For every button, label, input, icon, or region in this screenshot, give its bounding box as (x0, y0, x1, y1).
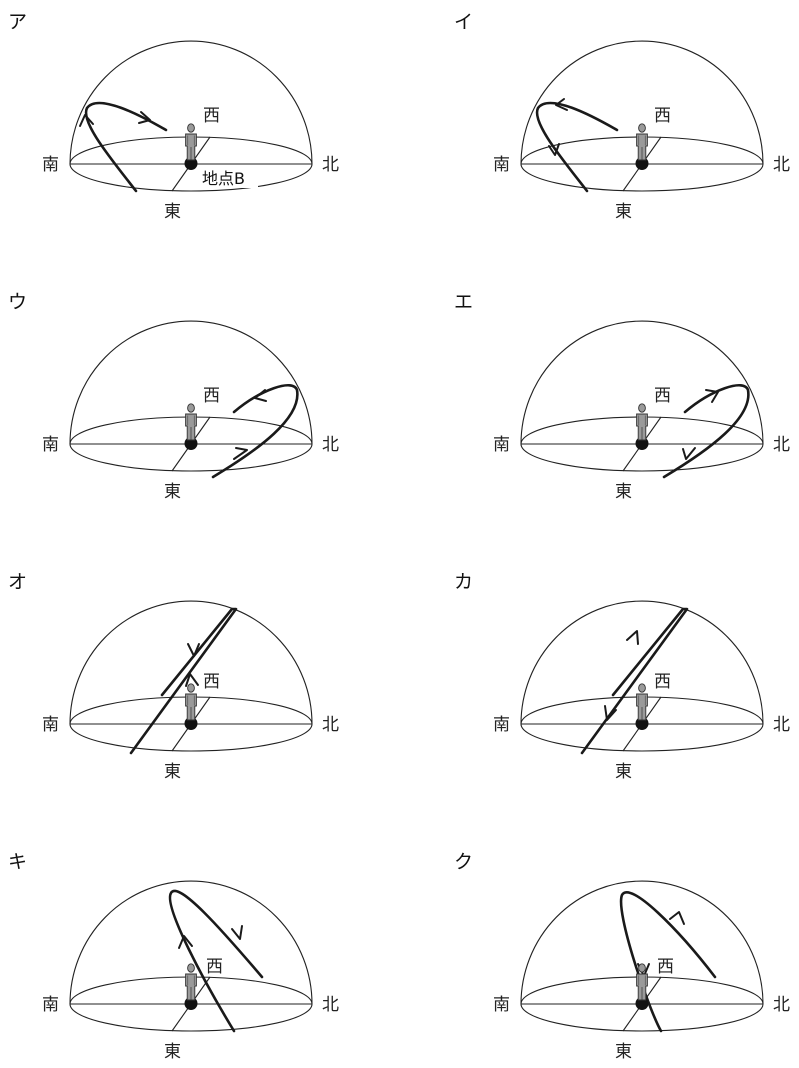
path-arrow (254, 389, 267, 402)
path-arrow (626, 630, 639, 645)
path-arrow (233, 447, 248, 460)
panel-i: イ 西 南 北 東 (454, 11, 790, 222)
sun-path (580, 607, 689, 755)
path-arrow (604, 705, 617, 721)
path-arrow (555, 98, 568, 111)
path-arrow (669, 911, 685, 925)
panel-label: エ (454, 291, 473, 313)
label-east: 東 (615, 1042, 632, 1062)
sun-path (129, 607, 238, 755)
sun-path (535, 101, 619, 193)
label-south: 南 (42, 435, 59, 455)
panel-ka: カ 西 南 北 東 (454, 571, 790, 782)
observer-label: 地点B (202, 169, 245, 188)
label-west: 西 (654, 672, 671, 692)
path-arrow (79, 114, 94, 127)
label-south: 南 (493, 155, 510, 175)
label-west: 西 (657, 957, 674, 977)
label-west: 西 (203, 672, 220, 692)
panel-ku: ク 西 南 北 東 (454, 851, 790, 1062)
label-east: 東 (164, 482, 181, 502)
label-south: 南 (42, 715, 59, 735)
label-north: 北 (773, 155, 790, 175)
label-north: 北 (773, 995, 790, 1015)
path-arrow (138, 111, 151, 124)
label-west: 西 (654, 106, 671, 126)
path-arrow (705, 389, 719, 403)
label-east: 東 (164, 1042, 181, 1062)
observer-figure (635, 403, 649, 451)
label-north: 北 (322, 715, 339, 735)
observer-figure (184, 963, 198, 1011)
path-arrow (231, 925, 243, 940)
path-arrow (178, 935, 193, 949)
label-north: 北 (773, 435, 790, 455)
label-east: 東 (615, 202, 632, 222)
panel-label: ウ (8, 291, 27, 313)
label-south: 南 (493, 435, 510, 455)
panel-label: ク (454, 851, 473, 873)
panel-label: オ (8, 571, 27, 593)
label-west: 西 (203, 106, 220, 126)
label-east: 東 (164, 202, 181, 222)
path-arrow (185, 673, 199, 687)
panel-label: カ (454, 571, 473, 593)
observer-figure (184, 403, 198, 451)
label-north: 北 (773, 715, 790, 735)
label-south: 南 (493, 995, 510, 1015)
sun-path (168, 889, 264, 1033)
label-west: 西 (206, 957, 223, 977)
label-south: 南 (493, 715, 510, 735)
label-west: 西 (654, 386, 671, 406)
label-south: 南 (42, 155, 59, 175)
label-north: 北 (322, 155, 339, 175)
path-arrow (548, 143, 560, 156)
label-north: 北 (322, 995, 339, 1015)
sun-path (84, 101, 168, 193)
observer-figure (635, 683, 649, 731)
sun-path (662, 384, 750, 479)
label-south: 南 (42, 995, 59, 1015)
panel-ki: キ 西 南 北 東 (8, 851, 339, 1062)
label-north: 北 (322, 435, 339, 455)
label-east: 東 (615, 762, 632, 782)
panel-label: ア (8, 11, 27, 33)
observer-figure (184, 683, 198, 731)
observer-figure (635, 123, 649, 171)
panel-label: イ (454, 11, 473, 33)
label-east: 東 (164, 762, 181, 782)
path-arrow (682, 447, 696, 460)
panel-o: オ 西 南 北 東 (8, 571, 339, 782)
panel-a: ア 西 南 北 東 地点B (8, 11, 339, 222)
observer-figure (184, 123, 198, 171)
label-east: 東 (615, 482, 632, 502)
panel-label: キ (8, 851, 27, 873)
path-arrow (187, 643, 200, 657)
panel-u: ウ 西 南 北 東 (8, 291, 339, 502)
panel-e: エ 西 南 北 東 (454, 291, 790, 502)
label-west: 西 (203, 386, 220, 406)
